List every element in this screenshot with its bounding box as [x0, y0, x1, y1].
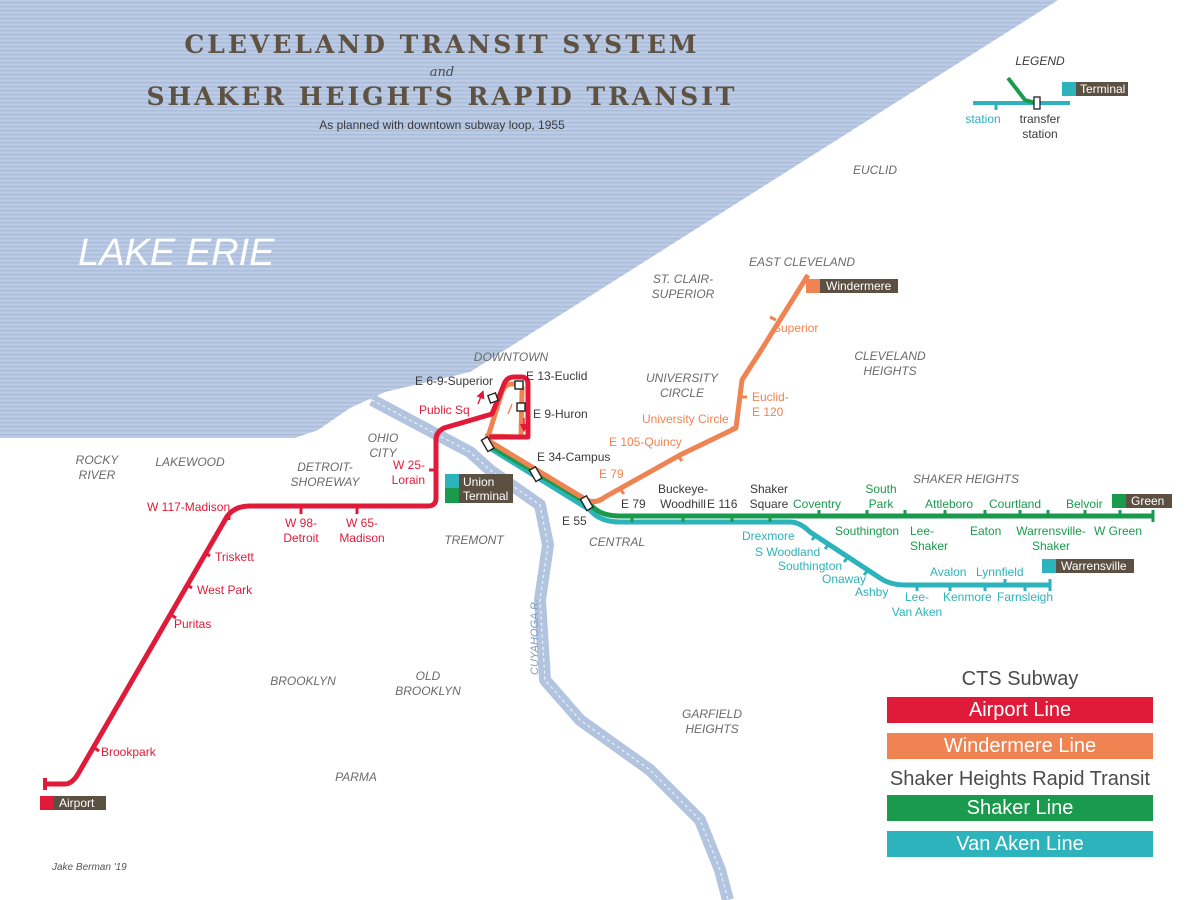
key-airport-line: Airport Line — [887, 697, 1153, 723]
station-ashby: Ashby — [855, 585, 888, 599]
station-farnsleigh: Farnsleigh — [997, 590, 1053, 604]
title-line-2: SHAKER HEIGHTS RAPID TRANSIT — [146, 82, 737, 111]
region-brooklyn: BROOKLYN — [270, 674, 336, 688]
shaker-station-ticks — [630, 510, 1155, 522]
key-shr-heading: Shaker Heights Rapid Transit — [889, 768, 1151, 790]
station-e9-huron: E 9-Huron — [533, 407, 588, 421]
region-shaker-heights: SHAKER HEIGHTS — [913, 472, 1019, 486]
station-onaway: Onaway — [822, 572, 866, 586]
station-triskett: Triskett — [215, 550, 255, 564]
terminal-airport: Airport — [40, 796, 106, 810]
lake-erie — [0, 0, 1058, 438]
station-w-green: W Green — [1094, 524, 1142, 538]
station-puritas: Puritas — [174, 617, 211, 631]
station-brookpark: Brookpark — [101, 745, 157, 759]
svg-text:Airport: Airport — [59, 796, 95, 810]
title-and: and — [430, 65, 454, 80]
legend-title: LEGEND — [1015, 54, 1065, 68]
station-attleboro: Attleboro — [925, 497, 973, 511]
station-e34-campus: E 34-Campus — [537, 450, 610, 464]
airport-station-ticks — [92, 468, 436, 753]
station-university-circle: University Circle — [642, 412, 729, 426]
svg-text:Windermere: Windermere — [826, 279, 892, 293]
terminal-green: Green — [1112, 494, 1172, 508]
region-central: CENTRAL — [589, 535, 645, 549]
station-e13-euclid: E 13-Euclid — [526, 369, 587, 383]
region-tremont: TREMONT — [444, 533, 505, 547]
transfer-stations — [480, 380, 594, 512]
key-vanaken-line: Van Aken Line — [887, 831, 1153, 857]
station-lee-shaker: Lee-Shaker — [910, 524, 948, 553]
credit: Jake Berman '19 — [51, 862, 127, 873]
station-avalon: Avalon — [930, 565, 966, 579]
station-drexmore: Drexmore — [742, 529, 795, 543]
key-cts-heading: CTS Subway — [961, 668, 1079, 690]
station-southington-vanaken: Southington — [778, 559, 842, 573]
station-euclid-e120: Euclid-E 120 — [752, 390, 789, 419]
windermere-station-ticks — [618, 315, 777, 495]
region-euclid: EUCLID — [853, 163, 897, 177]
station-superior: Superior — [773, 321, 818, 335]
key-shaker-line: Shaker Line — [887, 795, 1153, 821]
svg-text:Union: Union — [463, 475, 494, 489]
station-w65: W 65-Madison — [339, 516, 384, 545]
station-buckeye: Buckeye-Woodhill — [658, 482, 708, 511]
subtitle: As planned with downtown subway loop, 19… — [319, 118, 565, 132]
station-southington-shaker: Southington — [835, 524, 899, 538]
cuyahoga-label: CUYAHOGA R. — [529, 599, 541, 675]
station-w117: W 117-Madison — [147, 500, 230, 514]
legend-terminal: Terminal — [1080, 82, 1125, 96]
station-w25: W 25-Lorain — [392, 458, 425, 487]
station-eaton: Eaton — [970, 524, 1001, 538]
terminal-union: Union Terminal — [445, 474, 513, 503]
station-lee-vanaken: Lee-Van Aken — [892, 590, 942, 619]
region-east-cleveland: EAST CLEVELAND — [749, 255, 855, 269]
station-e116: E 116 — [707, 497, 738, 511]
station-lynnfield: Lynnfield — [976, 565, 1024, 579]
svg-text:Warrensville: Warrensville — [1061, 559, 1127, 573]
station-coventry: Coventry — [793, 497, 841, 511]
svg-text:Terminal: Terminal — [463, 489, 508, 503]
route-airport — [45, 374, 531, 787]
title-line-1: CLEVELAND TRANSIT SYSTEM — [184, 30, 699, 59]
station-e55: E 55 — [562, 514, 587, 528]
station-e79-windermere: E 79 — [599, 467, 624, 481]
station-west-park: West Park — [197, 583, 253, 597]
region-downtown: DOWNTOWN — [474, 350, 549, 364]
route-van-aken — [486, 444, 1050, 588]
station-kenmore: Kenmore — [943, 590, 992, 604]
lake-erie-label: LAKE ERIE — [78, 232, 275, 274]
terminal-windermere: Windermere — [806, 279, 898, 293]
station-courtland: Courtland — [989, 497, 1041, 511]
region-detroit-shoreway: DETROIT-SHOREWAY — [291, 460, 361, 489]
vanaken-station-ticks — [810, 534, 1052, 591]
region-parma: PARMA — [335, 770, 377, 784]
key-windermere-line: Windermere Line — [887, 733, 1153, 759]
station-e105-quincy: E 105-Quincy — [609, 435, 682, 449]
terminal-warrensville: Warrensville — [1042, 559, 1134, 573]
region-lakewood: LAKEWOOD — [155, 455, 225, 469]
station-s-woodland: S Woodland — [755, 545, 820, 559]
station-w98: W 98-Detroit — [283, 516, 319, 545]
station-e69-superior: E 6-9-Superior — [415, 374, 493, 388]
svg-text:Green: Green — [1131, 494, 1164, 508]
legend-station: station — [965, 112, 1000, 126]
station-public-sq: Public Sq — [419, 403, 470, 417]
region-st-clair: ST. CLAIR-SUPERIOR — [652, 272, 715, 301]
station-belvoir: Belvoir — [1066, 497, 1103, 511]
station-e79-shaker: E 79 — [621, 497, 646, 511]
station-warrensville-shaker: Warrensville-Shaker — [1016, 524, 1086, 553]
